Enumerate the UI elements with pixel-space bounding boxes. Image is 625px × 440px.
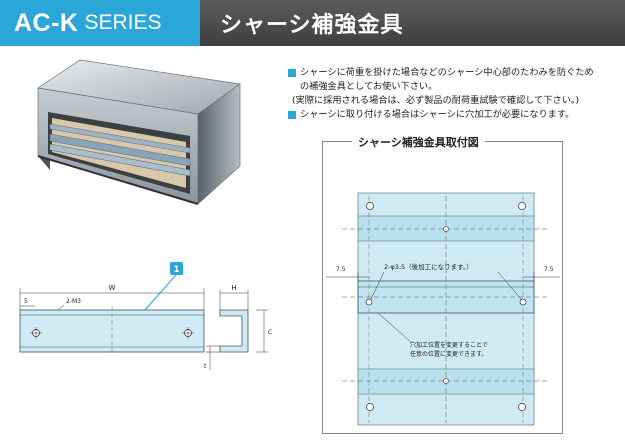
dim-5-label: 5 bbox=[24, 298, 28, 305]
product-illustration bbox=[37, 59, 241, 205]
dim-right-label: 7.5 bbox=[544, 266, 554, 273]
callout-number: 1 bbox=[173, 265, 179, 275]
note-line2: 任意の位置に変更できます。 bbox=[410, 350, 487, 358]
c-label: C bbox=[268, 329, 272, 336]
bullet-item: シャーシに取り付ける場合はシャーシに穴加工が必要になります。 bbox=[288, 108, 618, 122]
description: シャーシに荷重を掛けた場合などのシャーシ中心部のたわみを防ぐため の補強金具とし… bbox=[288, 66, 618, 122]
dim-left-label: 7.5 bbox=[336, 266, 346, 273]
bullet-text-cont: の補強金具としてお使い下さい。 bbox=[300, 81, 438, 92]
bracket-drawing: 1 W 5 2-M3 H C t bbox=[19, 262, 272, 370]
series-code: AC-K bbox=[14, 8, 79, 37]
t-label: t bbox=[204, 363, 207, 370]
page-title: シャーシ補強金具 bbox=[200, 0, 625, 46]
bullet-item: シャーシに荷重を掛けた場合などのシャーシ中心部のたわみを防ぐため bbox=[288, 66, 618, 80]
page-header: AC-K SERIES シャーシ補強金具 bbox=[0, 0, 625, 46]
series-word: SERIES bbox=[84, 11, 162, 34]
square-bullet-icon bbox=[288, 111, 296, 119]
series-badge: AC-K SERIES bbox=[0, 0, 200, 46]
w-label: W bbox=[109, 284, 116, 292]
h-label: H bbox=[231, 284, 236, 292]
bullet-text: シャーシに取り付ける場合はシャーシに穴加工が必要になります。 bbox=[300, 109, 575, 120]
bullet-note: (実際に採用される場合は、必ず製品の耐荷重試験で確認して下さい。) bbox=[292, 95, 580, 106]
mount-diagram-title: シャーシ補強金具取付図 bbox=[352, 134, 485, 150]
hole-label: 2-φ3.5（後加工になります。） bbox=[384, 262, 473, 271]
bullet-text: シャーシに荷重を掛けた場合などのシャーシ中心部のたわみを防ぐため bbox=[300, 67, 594, 78]
mount-diagram: 7.5 7.5 2-φ3.5（後加工になります。） 穴加工位置を変更することで … bbox=[326, 192, 560, 426]
holes-label: 2-M3 bbox=[66, 298, 81, 305]
note-line1: 穴加工位置を変更することで bbox=[410, 341, 488, 349]
square-bullet-icon bbox=[288, 69, 296, 77]
